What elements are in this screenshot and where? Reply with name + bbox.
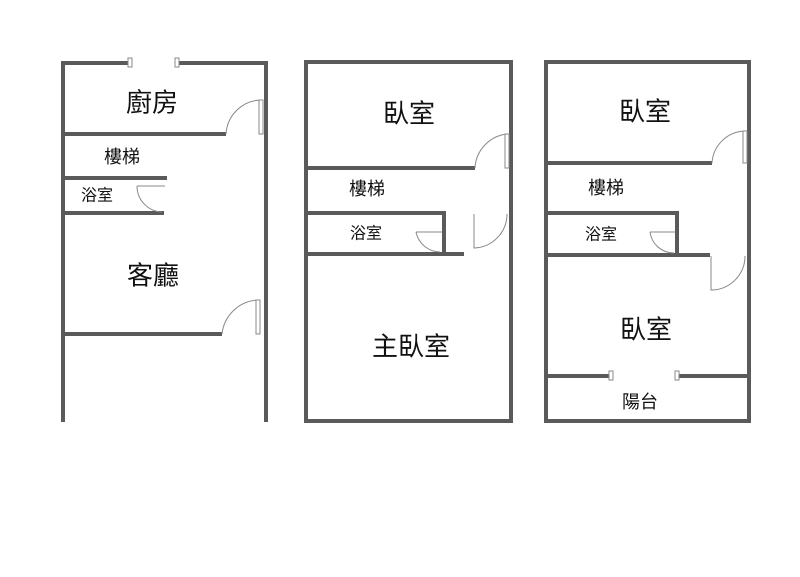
bathroom-walls [304, 211, 464, 256]
balcony-door-jamb [674, 370, 680, 381]
room-label-bathroom: 浴室 [585, 225, 617, 244]
door-swing-icon [649, 231, 675, 254]
room-label-kitchen: 廚房 [126, 89, 178, 119]
room-label-balcony: 陽台 [622, 392, 658, 413]
room-label-living-room: 客廳 [127, 262, 179, 292]
room-label-bathroom: 浴室 [81, 186, 113, 205]
door-swing-icon [711, 130, 746, 164]
room-label-bedroom-front: 臥室 [619, 98, 671, 128]
door-swing-icon [474, 133, 508, 169]
bathroom-walls [544, 211, 710, 257]
room-label-bedroom-back: 臥室 [620, 316, 672, 346]
entry-door-jamb [127, 57, 133, 68]
door-swing-icon [415, 231, 442, 253]
room-label-stairs: 樓梯 [104, 147, 140, 168]
floor-plan-1: 廚房 樓梯 浴室 客廳 [61, 57, 268, 422]
floor-plan-2: 臥室 樓梯 浴室 主臥室 [304, 60, 513, 423]
room-label-bathroom: 浴室 [350, 224, 382, 243]
balcony-door-jamb [608, 370, 614, 381]
entry-door-jamb [174, 57, 180, 68]
room-label-master-bedroom: 主臥室 [372, 333, 450, 363]
room-label-bedroom: 臥室 [383, 100, 435, 130]
outer-walls [304, 60, 513, 423]
door-leaf [504, 133, 510, 169]
door-leaf [255, 299, 261, 335]
door-swing-icon [473, 213, 508, 249]
outer-walls [544, 60, 751, 423]
door-swing-icon [136, 185, 165, 213]
room-label-stairs: 樓梯 [349, 179, 385, 200]
door-swing-icon [225, 99, 262, 135]
outer-walls [61, 61, 268, 422]
door-leaf [258, 99, 264, 135]
room-label-stairs: 樓梯 [588, 178, 624, 199]
floor-plan-3: 臥室 樓梯 浴室 臥室 陽台 [544, 60, 751, 423]
door-leaf [742, 130, 748, 164]
door-swing-icon [221, 299, 259, 335]
bathroom-walls [61, 176, 167, 215]
door-swing-icon [710, 255, 746, 291]
